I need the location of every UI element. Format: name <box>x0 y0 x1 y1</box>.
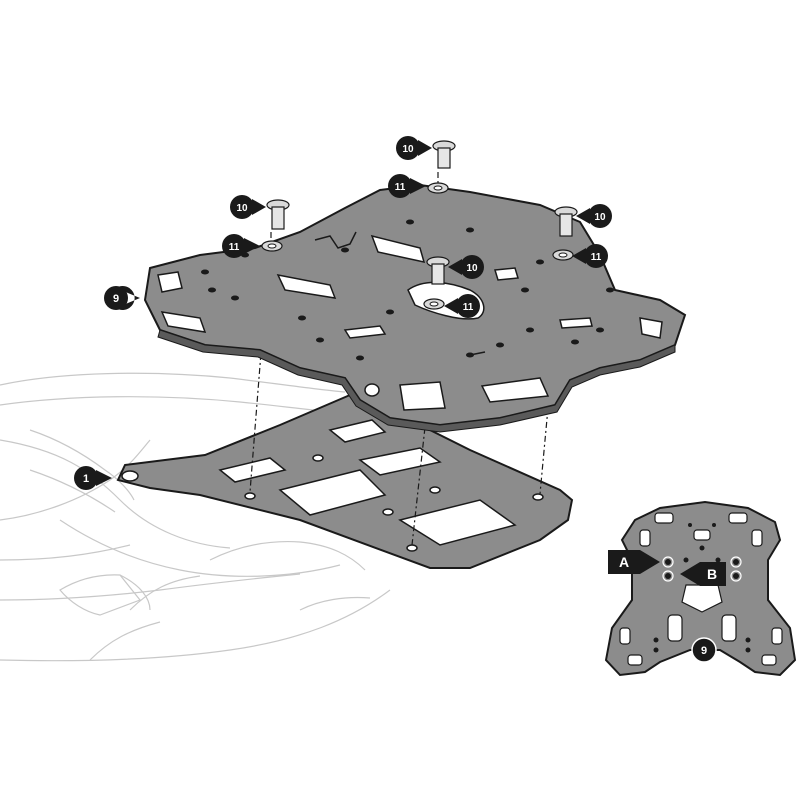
callout-10-left: 10 <box>230 195 266 219</box>
callout-11-left: 11 <box>222 234 260 258</box>
callout-11-top: 11 <box>388 174 426 198</box>
flag-a: A <box>608 550 660 574</box>
callout-10-right: 10 <box>576 204 612 228</box>
callout-11-center-label: 11 <box>463 302 474 313</box>
callout-10-top-label: 10 <box>402 144 414 155</box>
callout-10-top: 10 <box>396 136 432 160</box>
callout-9-inset: 9 <box>691 637 717 663</box>
callout-9-main: 9 <box>104 286 140 311</box>
callout-11-right: 11 <box>572 244 608 268</box>
washer-top <box>427 182 449 194</box>
washer-right <box>552 249 574 261</box>
callout-11-top-label: 11 <box>395 182 406 193</box>
callout-11-right-label: 11 <box>591 252 602 263</box>
callout-10-center: 10 <box>448 255 484 279</box>
flag-b-label: B <box>707 566 717 582</box>
screw-left <box>266 199 290 230</box>
callout-9-inset-label: 9 <box>701 645 707 657</box>
callout-1-base: 1 <box>74 466 112 490</box>
callout-10-left-label: 10 <box>236 203 248 214</box>
base-plate <box>116 393 574 569</box>
washer-center <box>423 298 445 310</box>
callout-11-center: 11 <box>444 294 480 318</box>
flag-b: B <box>680 562 726 586</box>
callout-11-left-label: 11 <box>229 242 240 253</box>
flag-a-label: A <box>619 554 629 570</box>
inset-top-view <box>604 500 797 677</box>
callout-10-center-label: 10 <box>466 263 478 274</box>
screw-right <box>554 206 578 237</box>
washer-left <box>261 240 283 252</box>
callout-1-base-label: 1 <box>83 473 89 485</box>
callout-9-main-label: 9 <box>113 293 119 305</box>
callout-10-right-label: 10 <box>594 212 606 223</box>
screw-top <box>432 140 456 169</box>
screw-center <box>426 256 450 285</box>
